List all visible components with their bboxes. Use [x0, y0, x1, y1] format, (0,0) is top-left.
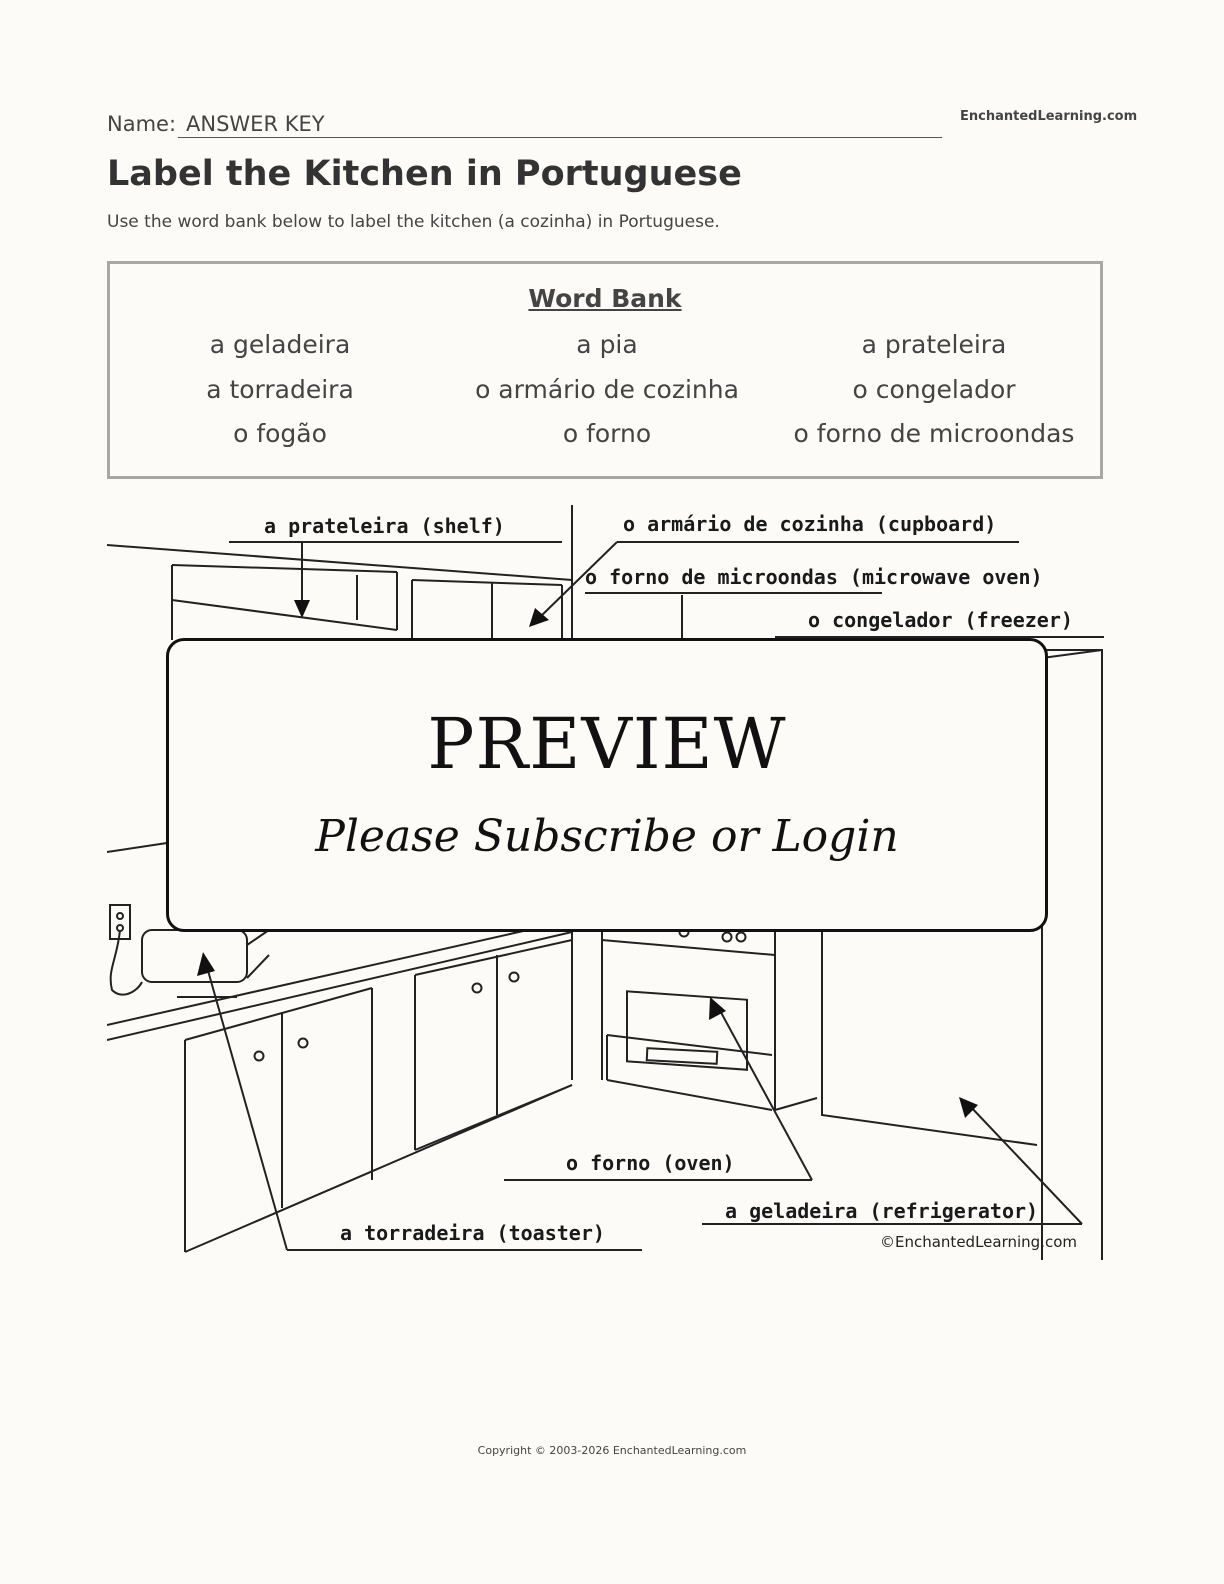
label-freezer: o congelador (freezer) [808, 608, 1073, 632]
site-logo-text: EnchantedLearning.com [960, 109, 1138, 124]
word-bank-item: a pia [576, 330, 638, 359]
arrow-icon [294, 600, 310, 618]
word-bank-title: Word Bank [528, 284, 682, 313]
word-bank-item: a geladeira [209, 330, 351, 359]
arrowheads [197, 600, 978, 1118]
word-bank-column: a geladeira a torradeira o fogão [115, 330, 445, 464]
preview-subtitle: Please Subscribe or Login [315, 811, 899, 862]
preview-title: PREVIEW [427, 703, 787, 785]
word-bank-item: o armário de cozinha [475, 374, 739, 404]
word-bank-item: o fogão [233, 419, 327, 448]
word-bank-item: o forno de microondas [793, 419, 1075, 448]
arrow-icon [709, 997, 726, 1020]
preview-overlay[interactable]: PREVIEW Please Subscribe or Login [166, 638, 1048, 932]
kitchen-illustration: a prateleira (shelf) o armário de cozinh… [107, 505, 1104, 1260]
footer-copyright: Copyright © 2003-2026 EnchantedLearning.… [477, 1444, 747, 1457]
label-shelf: a prateleira (shelf) [264, 514, 505, 538]
word-bank-item: a torradeira [206, 374, 354, 404]
word-bank: Word Bank a geladeira a torradeira o fog… [107, 261, 1103, 479]
label-toaster: a torradeira (toaster) [340, 1221, 605, 1245]
page-title: Label the Kitchen in Portuguese [107, 154, 742, 194]
label-refrigerator: a geladeira (refrigerator) [725, 1199, 1038, 1223]
arrow-icon [529, 608, 549, 627]
label-microwave: o forno de microondas (microwave oven) [585, 565, 1043, 589]
word-bank-column: a pia o armário de cozinha o forno [442, 330, 772, 464]
name-value: ANSWER KEY [186, 112, 325, 136]
instructions: Use the word bank below to label the kit… [107, 212, 720, 232]
arrow-icon [959, 1097, 978, 1118]
label-cupboard: o armário de cozinha (cupboard) [623, 512, 996, 536]
word-bank-column: a prateleira o congelador o forno de mic… [769, 330, 1099, 464]
label-oven: o forno (oven) [566, 1151, 735, 1175]
diagram-copyright: ©EnchantedLearning.com [880, 1233, 1077, 1251]
name-label: Name: [107, 112, 177, 136]
name-row: Name: ANSWER KEY [107, 110, 942, 140]
word-bank-item: o congelador [852, 374, 1016, 404]
word-bank-item: o forno [562, 419, 652, 448]
name-field[interactable]: ANSWER KEY [178, 110, 942, 138]
kitchen-diagram: a prateleira (shelf) o armário de cozinh… [107, 500, 1104, 1260]
word-bank-item: a prateleira [861, 330, 1007, 359]
arrow-icon [197, 952, 215, 976]
